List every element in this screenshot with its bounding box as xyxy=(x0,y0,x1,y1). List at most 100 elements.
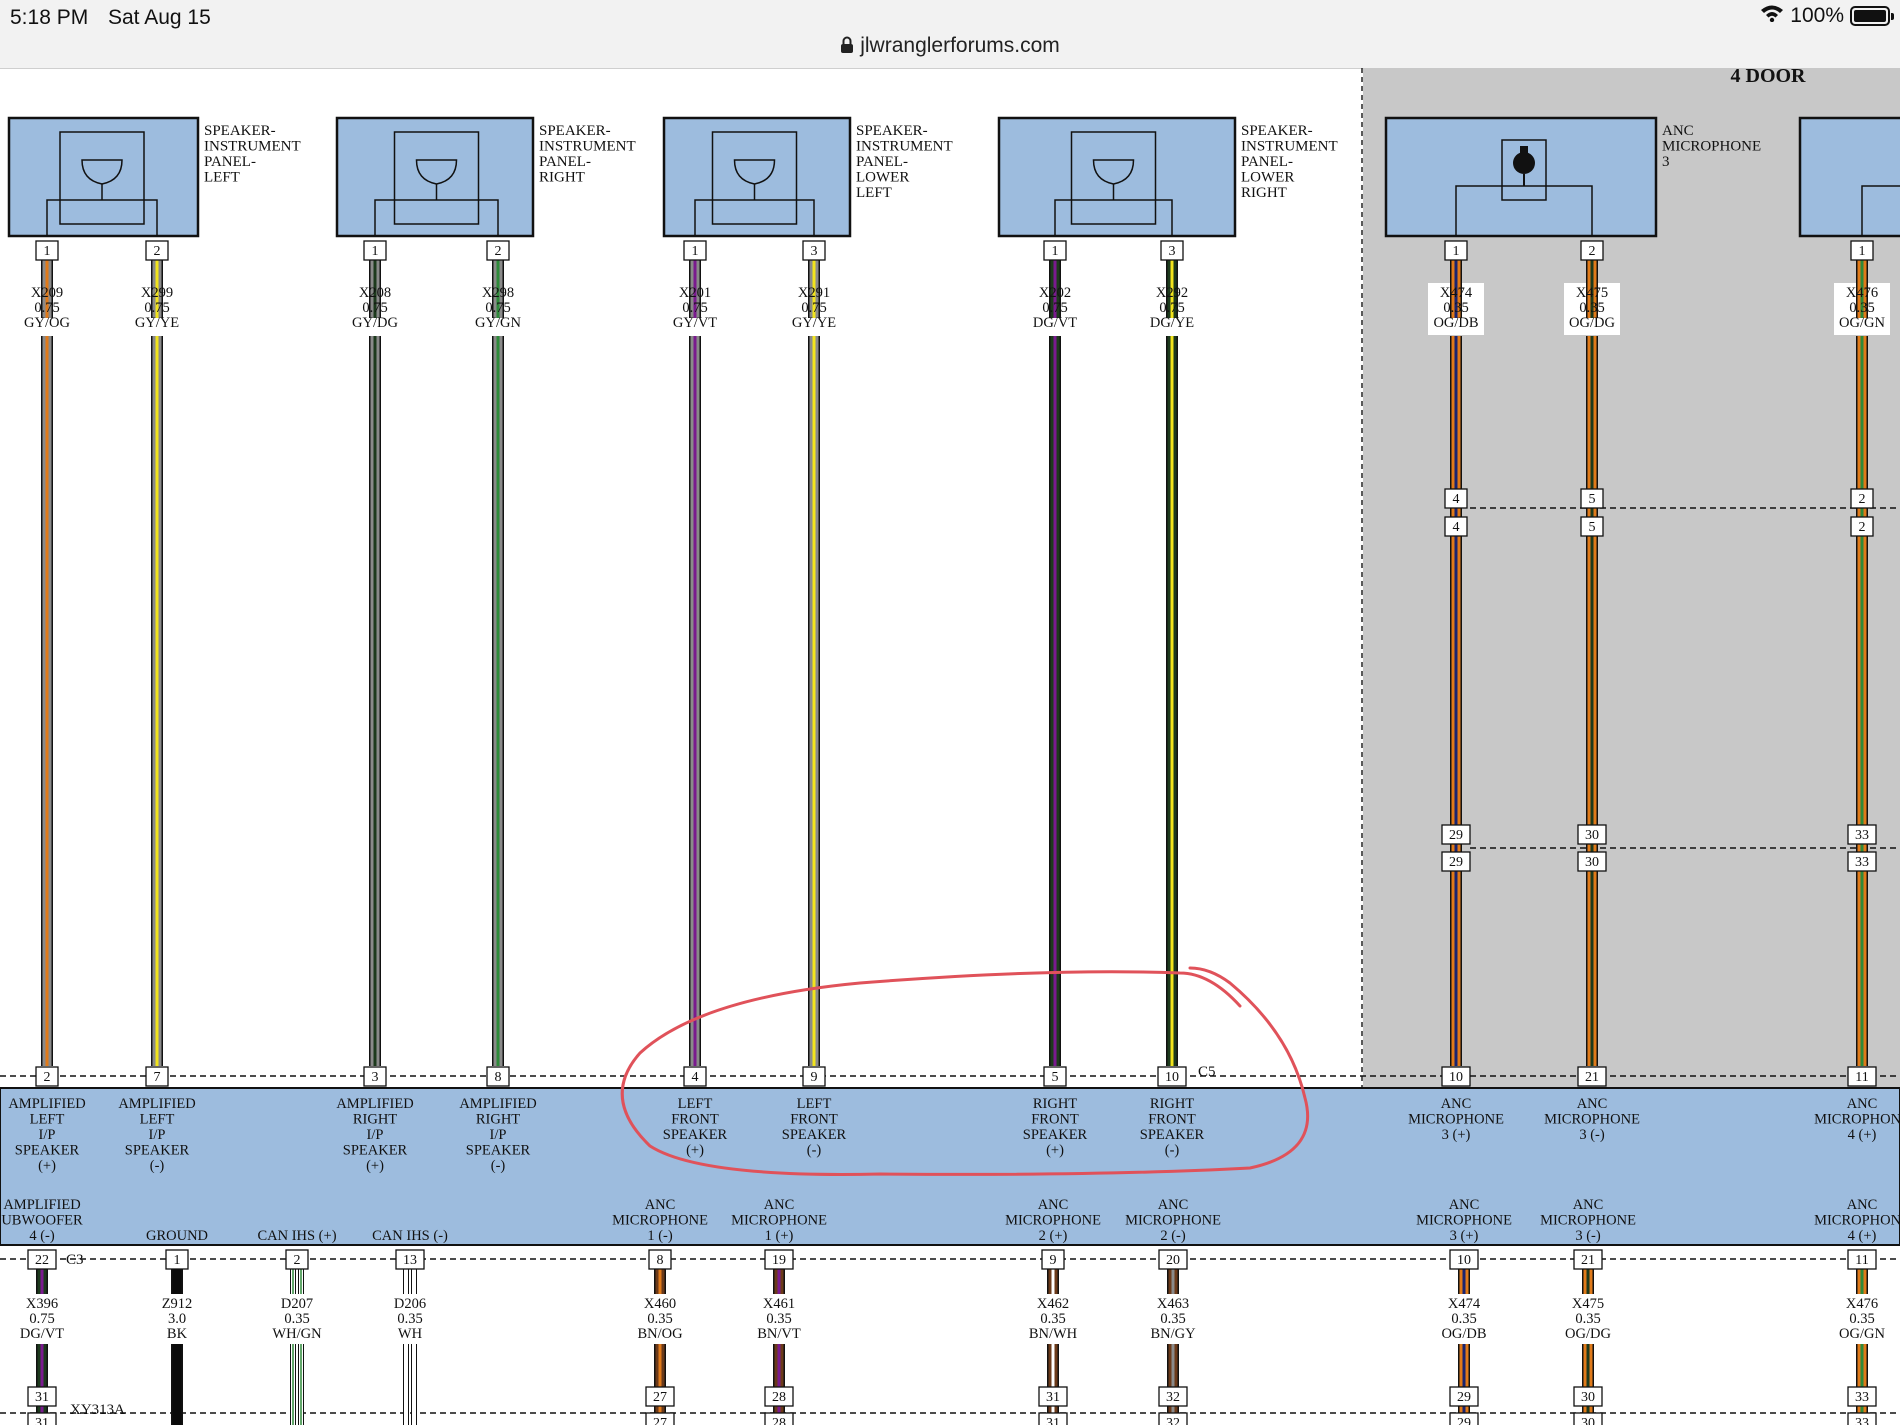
lower-label-bg xyxy=(1558,1294,1618,1344)
lower-label-bg xyxy=(749,1294,809,1344)
lower-end-pin-mate: 30 xyxy=(1581,1416,1595,1425)
wire-color: BN/OG xyxy=(637,1326,683,1342)
module-pin-label: ANC xyxy=(1573,1197,1604,1213)
component-4 xyxy=(997,116,1237,238)
component-label-line: LEFT xyxy=(856,185,892,201)
lower-end-pin-mate-box xyxy=(1449,1412,1479,1425)
component-label-line: RIGHT xyxy=(539,170,585,186)
lower-pin-box xyxy=(1573,1249,1603,1270)
lower-pin-box xyxy=(27,1249,57,1270)
module-pin-label: ANC xyxy=(645,1197,676,1213)
lower-pin-box xyxy=(1449,1249,1479,1270)
top-pin-box xyxy=(35,240,59,261)
module-band xyxy=(0,1087,1900,1246)
lower-pin: 22 xyxy=(35,1253,49,1268)
wire-circuit: X208 xyxy=(359,285,391,301)
lower-pin-box xyxy=(1158,1249,1188,1270)
wire-circuit: X396 xyxy=(26,1296,58,1312)
top-pin: 1 xyxy=(44,244,51,259)
component-5 xyxy=(1384,116,1658,238)
wire-circuit: X201 xyxy=(679,285,711,301)
wire-color: GY/VT xyxy=(673,315,717,331)
wire-color: OG/GN xyxy=(1839,1326,1885,1342)
wire-circuit: X209 xyxy=(31,285,63,301)
module-pin-label: ANC xyxy=(764,1197,795,1213)
lower-label-bg xyxy=(267,1294,327,1344)
wire-gauge: 0.75 xyxy=(1042,300,1067,316)
wire-gauge: 0.35 xyxy=(1160,1311,1185,1327)
lower-end-pin-mate: 31 xyxy=(1046,1416,1060,1425)
component-label-line: PANEL- xyxy=(1241,154,1293,170)
top-pin-box xyxy=(145,240,169,261)
module-pin-label: MICROPHONE xyxy=(1408,1112,1504,1128)
wire-color: BN/VT xyxy=(757,1326,801,1342)
bottom-pin: 8 xyxy=(495,1070,502,1085)
connector-c5-label: C5 xyxy=(1198,1064,1216,1080)
module-pin-label: GROUND xyxy=(146,1228,208,1244)
inline-pin: 33 xyxy=(1855,855,1869,870)
top-pin: 3 xyxy=(811,244,818,259)
wire-color: OG/DG xyxy=(1565,1326,1611,1342)
top-pin: 2 xyxy=(154,244,161,259)
component-label-line: LOWER xyxy=(1241,170,1294,186)
top-pin-box xyxy=(1580,240,1604,261)
wire-color: GY/GN xyxy=(475,315,521,331)
bottom-pin: 7 xyxy=(154,1070,161,1085)
lower-pin: 9 xyxy=(1050,1253,1057,1268)
module-pin-label: ANC xyxy=(1441,1096,1472,1112)
inline-pin: 2 xyxy=(1859,492,1866,507)
lower-label-bg xyxy=(12,1294,72,1344)
lower-end-pin-mate: 28 xyxy=(772,1416,786,1425)
module-pin-label: ANC xyxy=(1038,1197,1069,1213)
lower-end-pin-mate-box xyxy=(1038,1412,1068,1425)
wire-circuit: X292 xyxy=(1156,285,1188,301)
wire-gauge: 0.35 xyxy=(1575,1311,1600,1327)
speaker-frame xyxy=(711,131,798,225)
module-pin-label: ANC xyxy=(1577,1096,1608,1112)
lower-pin: 1 xyxy=(174,1253,181,1268)
component-label-line: 3 xyxy=(1662,154,1670,170)
wire-gauge: 0.35 xyxy=(1040,1311,1065,1327)
microphone-leads xyxy=(1455,185,1593,236)
module-pin-label: (+) xyxy=(38,1158,56,1174)
top-pin: 2 xyxy=(1589,244,1596,259)
wire-gauge: 0.35 xyxy=(284,1311,309,1327)
inline-pin-box xyxy=(1444,488,1468,509)
bottom-pin-box xyxy=(1577,1066,1607,1087)
wire-circuit: Z912 xyxy=(162,1296,193,1312)
wifi-icon xyxy=(1760,4,1784,28)
lower-pin: 10 xyxy=(1457,1253,1471,1268)
module-pin-label: I/P xyxy=(367,1127,384,1143)
module-pin-label: I/P xyxy=(490,1127,507,1143)
red-annotation-circle xyxy=(620,966,1310,1176)
component-label-line: SPEAKER- xyxy=(539,123,611,139)
inline-pin-box xyxy=(1580,516,1604,537)
inline-pin: 5 xyxy=(1589,492,1596,507)
wire-gauge: 0.35 xyxy=(1451,1311,1476,1327)
wire-gauge: 0.75 xyxy=(801,300,826,316)
lower-end-pin-box xyxy=(1038,1386,1068,1407)
module-pin-label: ANC xyxy=(1449,1197,1480,1213)
lower-pin-box xyxy=(1847,1249,1877,1270)
module-pin-label: RIGHT xyxy=(1150,1096,1194,1112)
wire-circuit: D206 xyxy=(394,1296,426,1312)
address-bar[interactable]: jlwranglerforums.com xyxy=(0,34,1900,60)
wire-circuit: D207 xyxy=(281,1296,313,1312)
lower-end-pin-mate-box xyxy=(764,1412,794,1425)
wire-gauge: 0.35 xyxy=(1849,1311,1874,1327)
top-pin: 2 xyxy=(495,244,502,259)
microphone-cap xyxy=(1520,146,1528,154)
lower-pin: 11 xyxy=(1855,1253,1868,1268)
inline-pin: 33 xyxy=(1855,828,1869,843)
top-pin: 3 xyxy=(1169,244,1176,259)
module-pin-label: (+) xyxy=(1046,1143,1064,1159)
module-pin-label: UBWOOFER xyxy=(1,1213,83,1229)
module-pin-label: FRONT xyxy=(790,1112,838,1128)
wire-color: BN/WH xyxy=(1029,1326,1078,1342)
component-label-line: INSTRUMENT xyxy=(539,139,636,155)
top-pin-box xyxy=(1043,240,1067,261)
wire-circuit: X463 xyxy=(1157,1296,1189,1312)
microphone-frame xyxy=(1501,139,1547,201)
wire-color: OG/DB xyxy=(1441,1326,1486,1342)
